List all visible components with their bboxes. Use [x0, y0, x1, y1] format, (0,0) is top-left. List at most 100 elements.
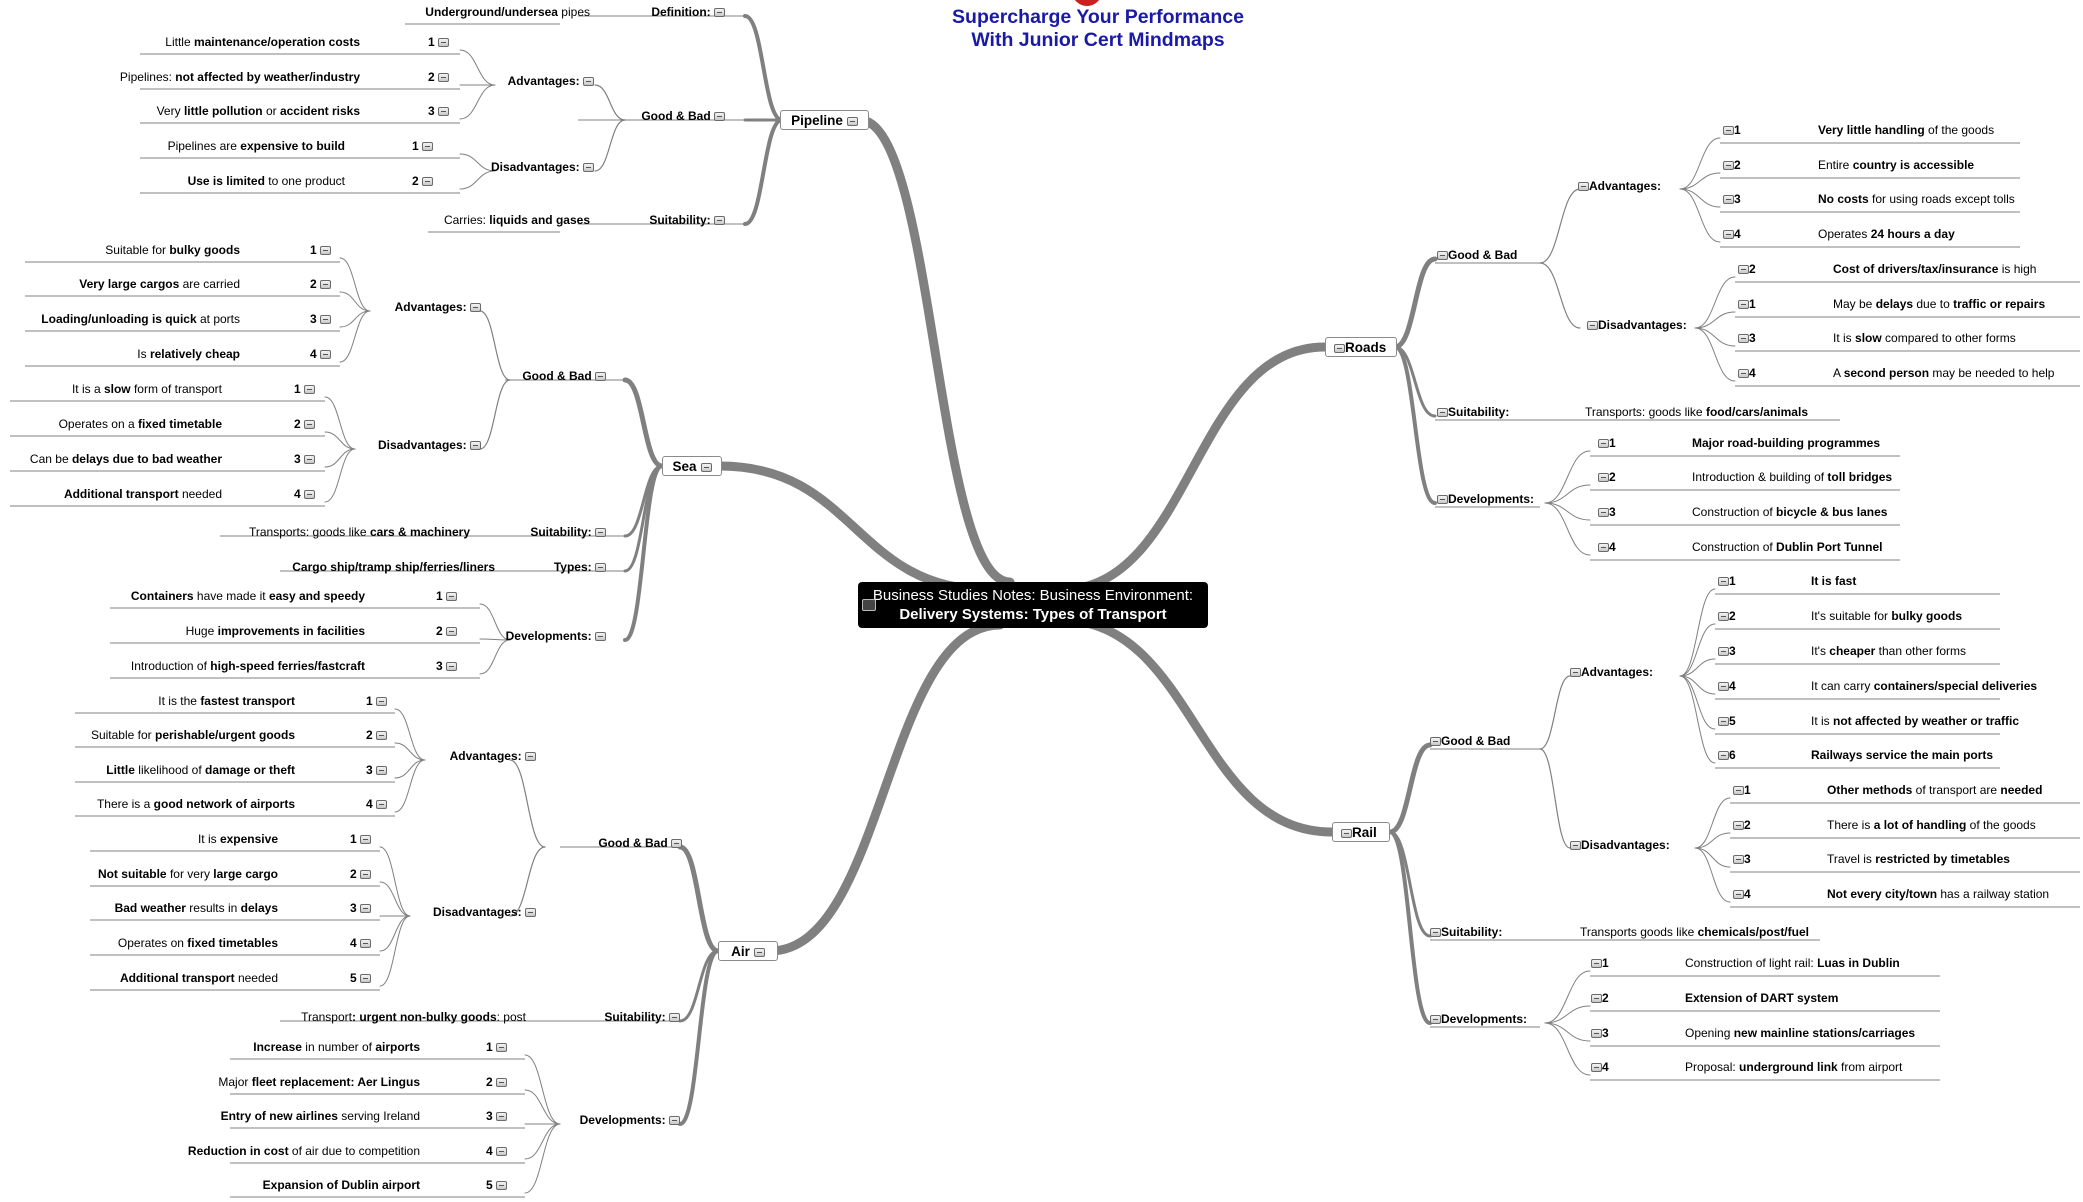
collapse-icon[interactable] [1437, 408, 1448, 417]
collapse-icon[interactable] [470, 441, 481, 450]
collapse-icon[interactable] [1738, 334, 1749, 343]
collapse-icon[interactable] [422, 142, 434, 151]
collapse-icon[interactable] [1718, 717, 1729, 726]
collapse-icon[interactable] [1591, 1029, 1602, 1038]
collapse-icon[interactable] [438, 107, 450, 116]
suitability-label[interactable]: Suitability: [1437, 405, 1509, 419]
item-number-tag[interactable]: 3 [1591, 1026, 1609, 1040]
collapse-icon[interactable] [1718, 682, 1729, 691]
item-number-tag[interactable]: 3 [1718, 644, 1736, 658]
good-bad-label-rail[interactable]: Good & Bad [1430, 734, 1510, 748]
collapse-icon[interactable] [1718, 612, 1729, 621]
item-number-tag[interactable]: 2 [486, 1075, 508, 1089]
collapse-icon[interactable] [1430, 737, 1441, 746]
advantages-label[interactable]: Advantages: [508, 74, 594, 88]
item-number-tag[interactable]: 3 [486, 1109, 508, 1123]
collapse-icon[interactable] [1430, 928, 1441, 937]
collapse-icon[interactable] [320, 280, 332, 289]
collapse-icon[interactable] [446, 662, 458, 671]
collapse-icon[interactable] [376, 697, 388, 706]
developments-label[interactable]: Developments: [580, 1113, 680, 1127]
item-number-tag[interactable]: 3 [310, 312, 332, 326]
collapse-icon[interactable] [438, 38, 450, 47]
suitability-label[interactable]: Suitability: [1430, 925, 1502, 939]
item-number-tag[interactable]: 4 [1718, 679, 1736, 693]
collapse-icon[interactable] [496, 1043, 508, 1052]
central-topic[interactable]: Business Studies Notes: Business Environ… [858, 582, 1208, 628]
collapse-icon[interactable] [714, 112, 725, 121]
item-number-tag[interactable]: 5 [486, 1178, 508, 1192]
types-label[interactable]: Types: [554, 560, 606, 574]
advantages-label[interactable]: Advantages: [395, 300, 481, 314]
item-number-tag[interactable]: 1 [1591, 956, 1609, 970]
collapse-icon[interactable] [304, 420, 316, 429]
advantages-label[interactable]: Advantages: [1578, 179, 1661, 193]
collapse-icon[interactable] [862, 599, 876, 611]
collapse-icon[interactable] [360, 974, 372, 983]
item-number-tag[interactable]: 1 [428, 35, 450, 49]
collapse-icon[interactable] [1718, 751, 1729, 760]
item-number-tag[interactable]: 2 [294, 417, 316, 431]
item-number-tag[interactable]: 4 [350, 936, 372, 950]
collapse-icon[interactable] [669, 1013, 680, 1022]
collapse-icon[interactable] [360, 904, 372, 913]
item-number-tag[interactable]: 1 [1718, 574, 1736, 588]
suitability-label[interactable]: Suitability: [530, 525, 606, 539]
collapse-icon[interactable] [496, 1112, 508, 1121]
suitability-label[interactable]: Suitability: [604, 1010, 680, 1024]
developments-label[interactable]: Developments: [1430, 1012, 1527, 1026]
item-number-tag[interactable]: 2 [366, 728, 388, 742]
collapse-icon[interactable] [846, 117, 858, 126]
branch-node-sea[interactable]: Sea [662, 456, 722, 476]
collapse-icon[interactable] [1718, 577, 1729, 586]
item-number-tag[interactable]: 3 [294, 452, 316, 466]
collapse-icon[interactable] [1430, 1015, 1441, 1024]
disadvantages-label[interactable]: Disadvantages: [1587, 318, 1687, 332]
collapse-icon[interactable] [1733, 821, 1744, 830]
item-number-tag[interactable]: 3 [1738, 331, 1756, 345]
item-number-tag[interactable]: 3 [428, 104, 450, 118]
item-number-tag[interactable]: 2 [1598, 470, 1616, 484]
collapse-icon[interactable] [1341, 829, 1352, 838]
item-number-tag[interactable]: 2 [428, 70, 450, 84]
disadvantages-label[interactable]: Disadvantages: [1570, 838, 1670, 852]
item-number-tag[interactable]: 4 [1723, 227, 1741, 241]
item-number-tag[interactable]: 5 [350, 971, 372, 985]
collapse-icon[interactable] [525, 752, 536, 761]
item-number-tag[interactable]: 4 [1733, 887, 1751, 901]
item-number-tag[interactable]: 1 [310, 243, 332, 257]
item-number-tag[interactable]: 1 [350, 832, 372, 846]
item-number-tag[interactable]: 1 [486, 1040, 508, 1054]
item-number-tag[interactable]: 3 [436, 659, 458, 673]
collapse-icon[interactable] [1738, 300, 1749, 309]
collapse-icon[interactable] [1738, 369, 1749, 378]
collapse-icon[interactable] [1598, 473, 1609, 482]
definition-label[interactable]: Definition: [651, 5, 725, 19]
collapse-icon[interactable] [376, 766, 388, 775]
collapse-icon[interactable] [1733, 890, 1744, 899]
item-number-tag[interactable]: 3 [1723, 192, 1741, 206]
collapse-icon[interactable] [304, 385, 316, 394]
branch-node-rail[interactable]: Rail [1332, 822, 1390, 842]
item-number-tag[interactable]: 3 [366, 763, 388, 777]
collapse-icon[interactable] [360, 870, 372, 879]
item-number-tag[interactable]: 1 [412, 139, 434, 153]
collapse-icon[interactable] [671, 839, 682, 848]
item-number-tag[interactable]: 3 [1598, 505, 1616, 519]
collapse-icon[interactable] [304, 490, 316, 499]
collapse-icon[interactable] [595, 563, 606, 572]
suitability-label[interactable]: Suitability: [649, 213, 725, 227]
collapse-icon[interactable] [595, 632, 606, 641]
item-number-tag[interactable]: 2 [412, 174, 434, 188]
collapse-icon[interactable] [320, 315, 332, 324]
collapse-icon[interactable] [446, 592, 458, 601]
branch-node-pipeline[interactable]: Pipeline [780, 110, 869, 130]
collapse-icon[interactable] [753, 948, 765, 957]
item-number-tag[interactable]: 1 [1598, 436, 1616, 450]
collapse-icon[interactable] [1598, 439, 1609, 448]
item-number-tag[interactable]: 4 [310, 347, 332, 361]
collapse-icon[interactable] [583, 163, 594, 172]
collapse-icon[interactable] [1587, 321, 1598, 330]
collapse-icon[interactable] [304, 455, 316, 464]
developments-label[interactable]: Developments: [506, 629, 606, 643]
